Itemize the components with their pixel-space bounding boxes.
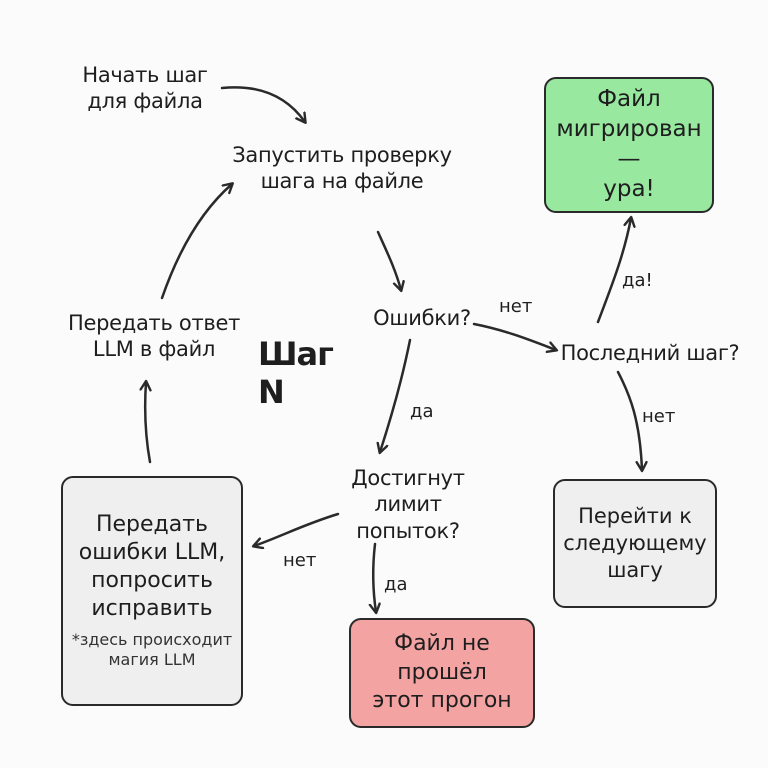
llm-magic-note: *здесь происходит магия LLM bbox=[71, 629, 233, 670]
next-step-box: Перейти к следующему шагу bbox=[553, 479, 717, 608]
pass-llm-answer-text: Передать ответ LLM в файл bbox=[67, 311, 241, 362]
file-migrated-box: Файл мигрирован — ура! bbox=[544, 77, 714, 213]
edge-label-errors-yes: да bbox=[410, 401, 434, 422]
arrow-last-to-migrated bbox=[596, 218, 631, 324]
last-step-decision-text: Последний шаг? bbox=[560, 341, 740, 365]
edge-label-limit-no: нет bbox=[283, 550, 317, 571]
arrow-limit-to-failed bbox=[373, 542, 376, 612]
arrow-limit-to-send bbox=[254, 512, 340, 546]
send-errors-to-llm-box: Передать ошибки LLM, попросить исправить… bbox=[61, 476, 243, 706]
edge-label-last-yes: да! bbox=[622, 270, 653, 291]
edge-label-last-no: нет bbox=[642, 406, 676, 427]
run-check-step-text: Запустить проверку шага на файле bbox=[232, 143, 452, 194]
edge-label-limit-yes: да bbox=[384, 574, 408, 595]
arrow-errors-to-limit bbox=[380, 338, 412, 452]
attempt-limit-decision-text: Достигнут лимит попыток? bbox=[351, 466, 465, 543]
edge-label-errors-no: нет bbox=[499, 296, 533, 317]
arrow-last-to-next bbox=[616, 370, 642, 470]
arrow-pass-to-check bbox=[160, 184, 232, 300]
arrow-send-to-pass bbox=[145, 382, 150, 464]
file-failed-box: Файл не прошёл этот прогон bbox=[349, 618, 535, 728]
arrow-check-to-errors bbox=[376, 230, 401, 290]
arrow-errors-to-last bbox=[472, 322, 556, 350]
errors-decision-text: Ошибки? bbox=[373, 306, 471, 330]
step-n-label: Шаг N bbox=[258, 335, 334, 411]
start-step-text: Начать шаг для файла bbox=[82, 63, 208, 114]
arrow-start-to-check bbox=[220, 86, 305, 122]
